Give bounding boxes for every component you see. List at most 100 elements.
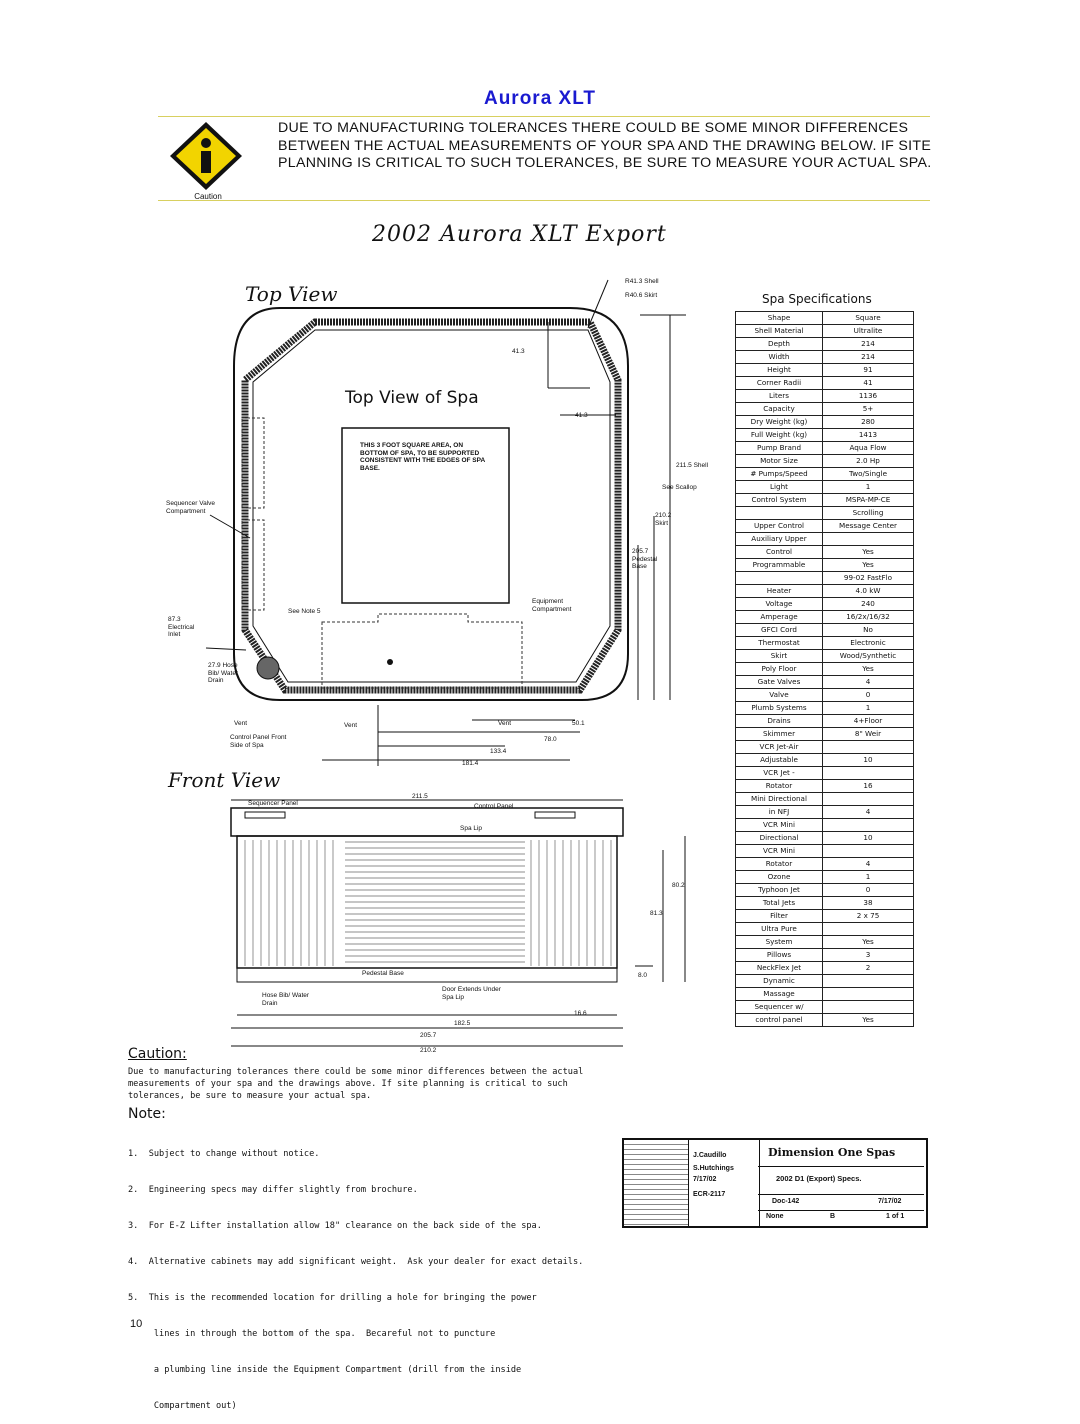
spec-value: 16: [822, 779, 914, 793]
spec-value: Yes: [822, 662, 914, 676]
spec-value: MSPA-MP-CE: [822, 493, 914, 507]
spec-label: Thermostat: [735, 636, 823, 650]
spec-label: Typhoon Jet: [735, 883, 823, 897]
date1: 7/17/02: [693, 1176, 717, 1183]
spec-label: Plumb Systems: [735, 701, 823, 715]
spec-label: Skimmer: [735, 727, 823, 741]
vent-mid-label: Vent: [344, 722, 358, 729]
spec-value: 0: [822, 688, 914, 702]
spec-label: Filter: [735, 909, 823, 923]
spec-label: Drains: [735, 714, 823, 728]
spec-label: Height: [735, 363, 823, 377]
page-title: Aurora XLT: [483, 88, 597, 109]
spec-label: VCR Mini: [735, 818, 823, 832]
spec-value: 280: [822, 415, 914, 429]
spec-value: 10: [822, 831, 914, 845]
spec-value: Two/Single: [822, 467, 914, 481]
spec-value: 10: [822, 753, 914, 767]
spec-row: VCR Jet-Air: [735, 740, 914, 754]
spec-label: Liters: [735, 389, 823, 403]
dim-r-shell: R41.3 Shell: [625, 278, 659, 285]
dim-211-5-shell: 211.5 Shell: [676, 462, 709, 469]
front-dim-211-5: 211.5: [412, 793, 428, 800]
spec-label: Poly Floor: [735, 662, 823, 676]
front-control-panel-label: Control Panel: [474, 803, 514, 810]
spec-label: Width: [735, 350, 823, 364]
spec-label: Control: [735, 545, 823, 559]
spec-value: 3: [822, 948, 914, 962]
dim-27-9-hose-bib: 27.9 Hose Bib/ Water Drain: [208, 662, 239, 684]
spec-label: [735, 506, 823, 520]
spec-label: System: [735, 935, 823, 949]
spec-label: Upper Control: [735, 519, 823, 533]
square-area-note: THIS 3 FOOT SQUARE AREA, ON BOTTOM OF SP…: [360, 442, 485, 472]
dim-r-skirt: R40.6 Skirt: [625, 292, 658, 299]
rev: B: [830, 1213, 836, 1220]
caution-body: Due to manufacturing tolerances there co…: [128, 1067, 584, 1101]
spec-value: 4: [822, 857, 914, 871]
front-dim-81-3: 81.3: [650, 910, 663, 917]
spec-value: 214: [822, 337, 914, 351]
spec-value: 99-02 FastFlo: [822, 571, 914, 585]
spec-label: Auxiliary Upper: [735, 532, 823, 546]
spec-value: 41: [822, 376, 914, 390]
spec-row: Sequencer w/: [735, 1000, 914, 1014]
spec-value: No: [822, 623, 914, 637]
spec-value: 4: [822, 805, 914, 819]
spec-label: Total Jets: [735, 896, 823, 910]
spec-value: Message Center: [822, 519, 914, 533]
top-view-drawing: [150, 270, 710, 770]
spec-value: 2: [822, 961, 914, 975]
title-block-names-cell: J.Caudillo S.Hutchings 7/17/02 ECR-2117: [688, 1140, 760, 1226]
dim-87-3-electrical: 87.3 Electrical Inlet: [168, 616, 195, 638]
note-list: 1. Subject to change without notice. 2. …: [128, 1124, 628, 1424]
spec-label: Corner Radii: [735, 376, 823, 390]
spec-label: Full Weight (kg): [735, 428, 823, 442]
spec-label: Valve: [735, 688, 823, 702]
spec-value: Scrolling: [822, 506, 914, 520]
spec-label: Motor Size: [735, 454, 823, 468]
dim-50-1: 50.1: [572, 720, 585, 727]
front-view-title: Front View: [168, 768, 281, 792]
spec-value: 38: [822, 896, 914, 910]
spec-value: 1413: [822, 428, 914, 442]
sheet: 1 of 1: [886, 1213, 905, 1220]
title-block: J.Caudillo S.Hutchings 7/17/02 ECR-2117 …: [622, 1138, 928, 1228]
dim-205-7-pedestal: 205.7 Pedestal Base: [632, 548, 658, 570]
spec-value: [822, 922, 914, 936]
spec-row: Scrolling: [735, 506, 914, 520]
caution-icon-label: Caution: [194, 192, 222, 201]
spec-label: VCR Jet-Air: [735, 740, 823, 754]
company-name: Dimension One Spas: [768, 1146, 896, 1159]
title-block-notes-cell: [624, 1140, 688, 1226]
caution-text: DUE TO MANUFACTURING TOLERANCES THERE CO…: [278, 120, 932, 171]
spec-label: Voltage: [735, 597, 823, 611]
dim-133-4: 133.4: [490, 748, 507, 755]
spec-label: Skirt: [735, 649, 823, 663]
spec-label: VCR Mini: [735, 844, 823, 858]
dim-181-4: 181.4: [462, 760, 479, 767]
spec-value: 4.0 kW: [822, 584, 914, 598]
top-view-of-spa-label: Top View of Spa: [345, 388, 479, 408]
note-item: Compartment out): [128, 1401, 237, 1411]
front-dim-182-5: 182.5: [454, 1020, 471, 1027]
spec-row: Ultra Pure: [735, 922, 914, 936]
spec-value: [822, 974, 914, 988]
